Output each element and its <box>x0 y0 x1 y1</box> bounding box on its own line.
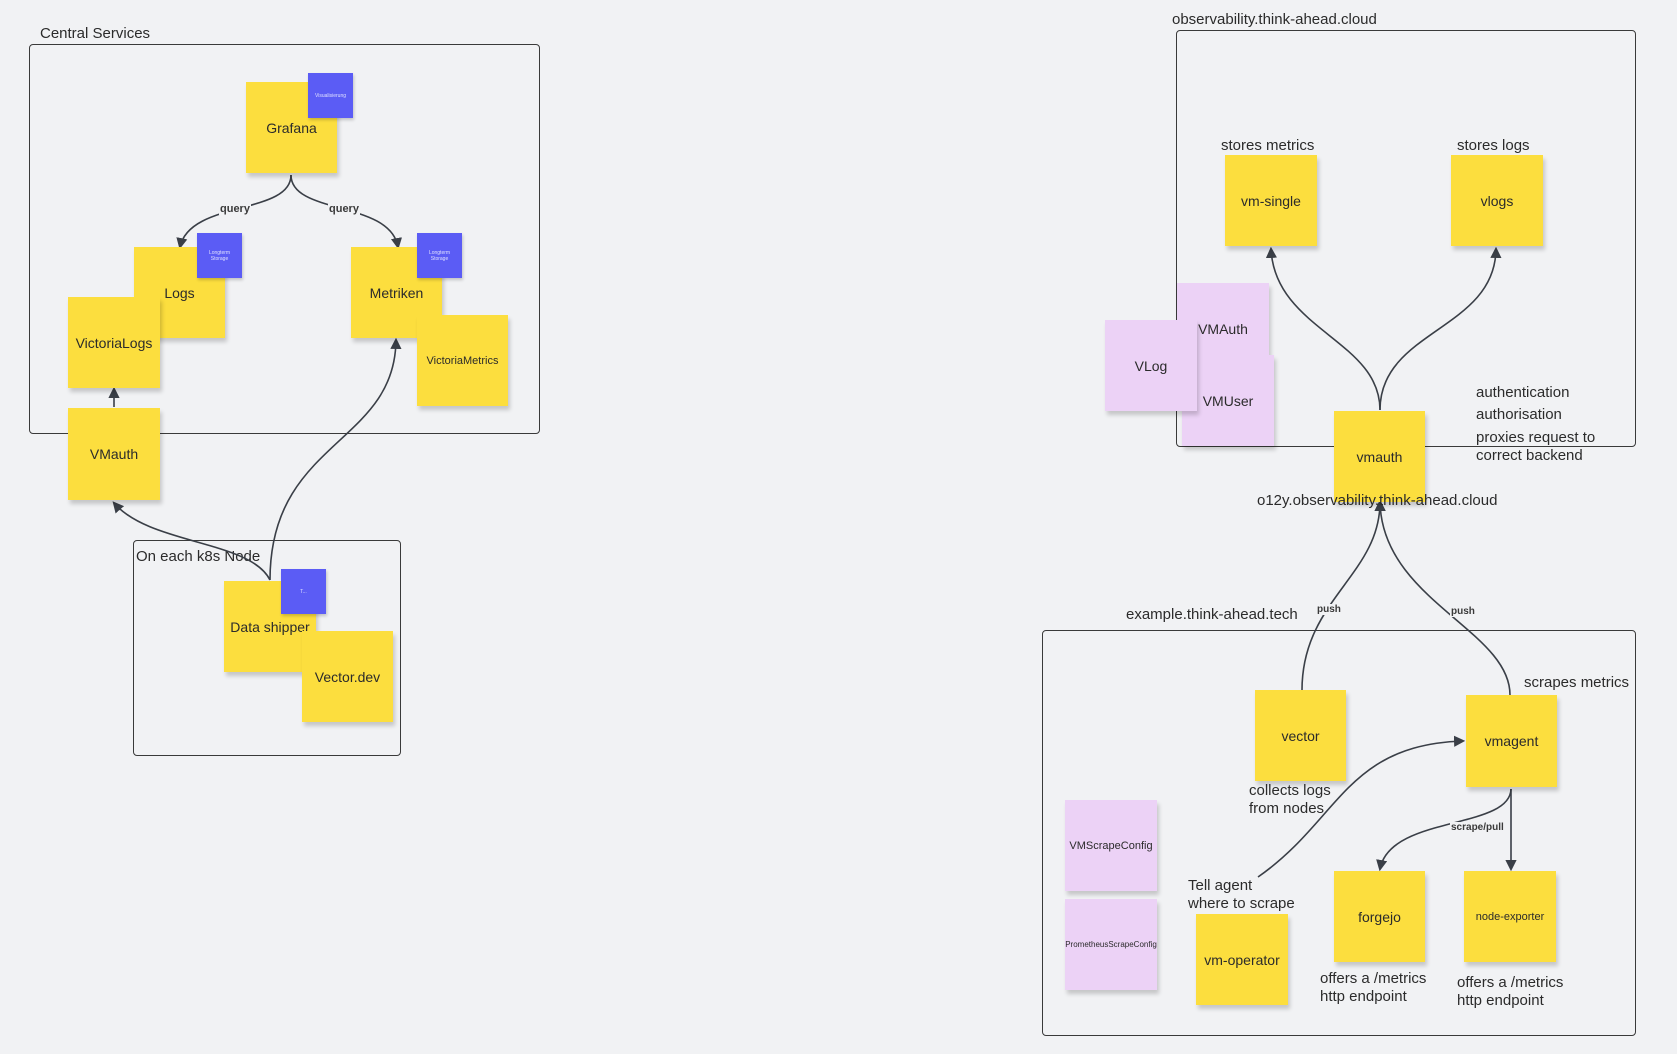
sticky-tag-logs-longterm[interactable]: Longterm Storage <box>197 233 242 278</box>
label-authentication: authentication <box>1476 384 1570 401</box>
sticky-victoriametrics[interactable]: VictoriaMetrics <box>417 315 508 406</box>
edge-label-scrape-pull: scrape/pull <box>1450 822 1505 833</box>
sticky-vmauth-right[interactable]: vmauth <box>1334 411 1425 502</box>
sticky-vmagent[interactable]: vmagent <box>1466 695 1557 787</box>
sticky-prometheus-scrape-config[interactable]: PrometheusScrapeConfig <box>1065 899 1157 990</box>
sticky-vector[interactable]: vector <box>1255 690 1346 781</box>
label-collects-logs: collects logs <box>1249 782 1331 799</box>
sticky-vm-single[interactable]: vm-single <box>1225 155 1317 246</box>
edge-label-push-right: push <box>1450 606 1476 617</box>
label-offers-metrics-forgejo-2: http endpoint <box>1320 988 1407 1005</box>
edge-label-query-right: query <box>328 203 360 215</box>
label-stores-logs: stores logs <box>1457 137 1530 154</box>
sticky-tag-data-shipper[interactable]: T... <box>281 569 326 614</box>
frame-observability-title: observability.think-ahead.cloud <box>1172 11 1377 28</box>
label-tell-agent: Tell agent <box>1188 877 1253 894</box>
sticky-tag-visualisierung[interactable]: Visualisierung <box>308 73 353 118</box>
edge-label-query-left: query <box>219 203 251 215</box>
sticky-vlogs[interactable]: vlogs <box>1451 155 1543 246</box>
frame-example-title: example.think-ahead.tech <box>1126 606 1298 623</box>
label-offers-metrics-node-2: http endpoint <box>1457 992 1544 1009</box>
sticky-tag-metriken-longterm[interactable]: Longterm Storage <box>417 233 462 278</box>
sticky-vmscrapeconfig[interactable]: VMScrapeConfig <box>1065 800 1157 891</box>
sticky-vmuser-crd[interactable]: VMUser <box>1182 355 1274 446</box>
label-correct-backend: correct backend <box>1476 447 1583 464</box>
frame-central-services-title: Central Services <box>40 25 151 42</box>
label-scrapes-metrics: scrapes metrics <box>1524 674 1630 691</box>
label-offers-metrics-node-1: offers a /metrics <box>1457 974 1564 991</box>
label-where-to-scrape: where to scrape <box>1188 895 1295 912</box>
sticky-vlog-crd[interactable]: VLog <box>1105 320 1197 411</box>
label-from-nodes: from nodes <box>1249 800 1325 817</box>
label-proxies: proxies request to <box>1476 429 1596 446</box>
label-o12y-domain: o12y.observability.think-ahead.cloud <box>1257 492 1498 509</box>
sticky-vmauth-left[interactable]: VMauth <box>68 408 160 500</box>
edge-label-push-left: push <box>1316 604 1342 615</box>
sticky-node-exporter[interactable]: node-exporter <box>1464 871 1556 962</box>
sticky-vector-dev[interactable]: Vector.dev <box>302 631 393 722</box>
sticky-vm-operator[interactable]: vm-operator <box>1196 914 1288 1005</box>
frame-k8s-node-title: On each k8s Node <box>136 548 261 565</box>
label-stores-metrics: stores metrics <box>1221 137 1315 154</box>
label-authorisation: authorisation <box>1476 406 1562 423</box>
label-offers-metrics-forgejo-1: offers a /metrics <box>1320 970 1427 987</box>
sticky-forgejo[interactable]: forgejo <box>1334 871 1425 962</box>
sticky-victorialogs[interactable]: VictoriaLogs <box>68 297 160 388</box>
